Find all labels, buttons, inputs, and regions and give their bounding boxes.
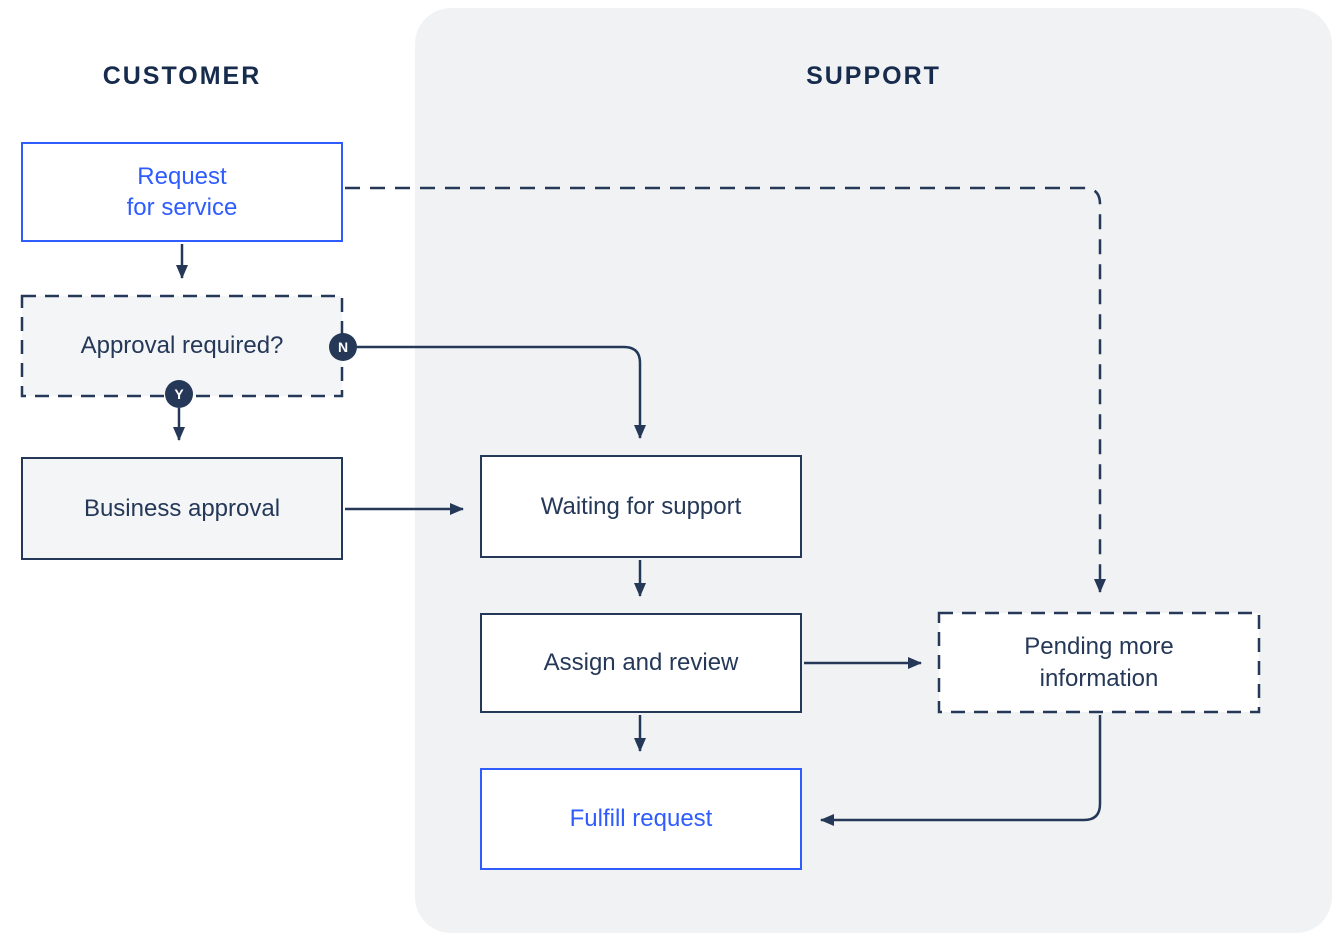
node-request-for-service: Request for service: [21, 142, 343, 242]
edge-pending-to-fulfill: [820, 715, 1102, 826]
node-approval-required: Approval required?: [80, 332, 284, 360]
edge-request-to-pending-dashed: [345, 186, 1106, 593]
node-assign-and-review: Assign and review: [480, 613, 802, 713]
decision-badge-yes: Y: [165, 380, 193, 408]
support-lane-header: SUPPORT: [806, 62, 941, 90]
pending-more-information-dashed-outline: [937, 611, 1261, 714]
node-business-approval: Business approval: [21, 457, 343, 560]
node-fulfill-request: Fulfill request: [480, 768, 802, 870]
node-waiting-for-support: Waiting for support: [480, 455, 802, 558]
customer-lane-header: CUSTOMER: [102, 62, 262, 90]
edge-approval-no-to-waiting: [357, 345, 646, 439]
decision-badge-no: N: [329, 333, 357, 361]
node-pending-more-information: Pending more information: [1024, 633, 1174, 692]
